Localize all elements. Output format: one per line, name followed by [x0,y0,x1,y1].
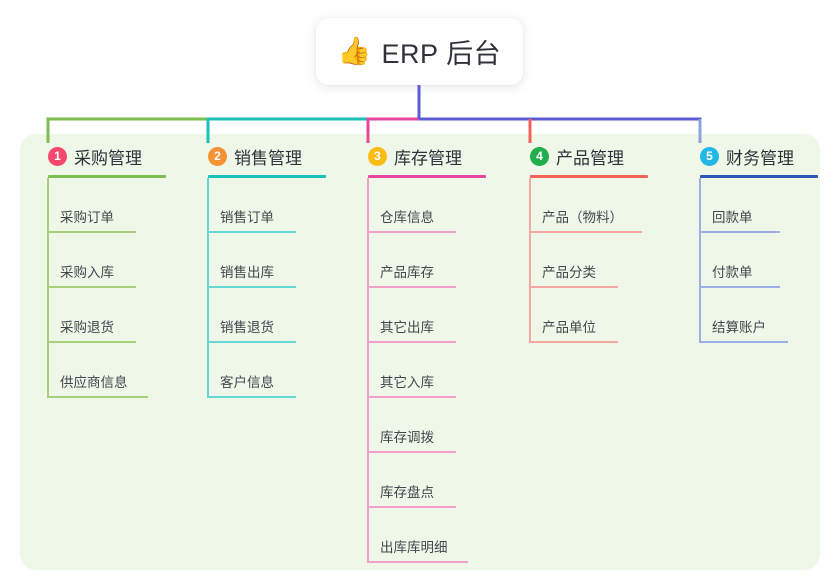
list-item-underline [48,286,136,288]
list-item[interactable]: 付款单 [680,233,818,288]
list-item[interactable]: 销售订单 [188,178,326,233]
list-item-label: 产品库存 [380,265,434,280]
column-header-underline [368,175,486,178]
list-item-label: 回款单 [712,210,753,225]
list-item[interactable]: 产品单位 [510,288,648,343]
list-item-underline [530,341,618,343]
list-item[interactable]: 销售退货 [188,288,326,343]
column-header-5[interactable]: 5 财务管理 [680,143,818,169]
list-item[interactable]: 回款单 [680,178,818,233]
root-node-erp-backend[interactable]: 👍 ERP 后台 [316,18,523,85]
thumbs-up-icon: 👍 [337,36,372,66]
column-header-1[interactable]: 1 采购管理 [28,143,166,169]
list-item-label: 销售出库 [220,265,274,280]
column-items: 销售订单销售出库销售退货客户信息 [188,178,326,398]
list-item-underline [530,286,618,288]
list-item[interactable]: 产品分类 [510,233,648,288]
list-item-label: 产品（物料） [542,210,623,225]
list-item-label: 供应商信息 [60,375,128,390]
column-1: 1 采购管理采购订单采购入库采购退货供应商信息 [28,143,166,398]
list-item-label: 结算账户 [712,320,766,335]
list-item-underline [368,231,456,233]
column-items: 产品（物料） 产品分类产品单位 [510,178,648,343]
list-item-underline [48,341,136,343]
list-item[interactable]: 库存调拨 [348,398,486,453]
list-item-label: 库存调拨 [380,430,434,445]
column-badge-icon: 3 [368,146,387,166]
list-item[interactable]: 供应商信息 [28,343,166,398]
column-title: 财务管理 [726,148,794,168]
column-2: 2 销售管理销售订单销售出库销售退货客户信息 [188,143,326,398]
column-title: 销售管理 [234,148,302,168]
list-item-underline [368,286,456,288]
column-title: 产品管理 [556,148,624,168]
list-item[interactable]: 出库库明细 [348,508,486,563]
list-item-underline [48,231,136,233]
list-item[interactable]: 客户信息 [188,343,326,398]
column-header-2[interactable]: 2 销售管理 [188,143,326,169]
list-item-underline [700,286,780,288]
list-item-label: 其它入库 [380,375,434,390]
column-badge-icon: 5 [700,146,719,166]
column-header-underline [48,175,166,178]
column-header-underline [208,175,326,178]
column-badge-icon: 4 [530,146,549,166]
list-item-label: 采购退货 [60,320,114,335]
column-4: 4 产品管理产品（物料） 产品分类产品单位 [510,143,648,343]
list-item[interactable]: 产品库存 [348,233,486,288]
list-item-label: 付款单 [712,265,753,280]
column-badge-icon: 1 [48,146,67,166]
list-item-underline [368,506,456,508]
list-item-label: 客户信息 [220,375,274,390]
list-item[interactable]: 库存盘点 [348,453,486,508]
column-title: 库存管理 [394,148,462,168]
column-items: 采购订单采购入库采购退货供应商信息 [28,178,166,398]
list-item-underline [368,341,456,343]
list-item-label: 出库库明细 [380,540,448,555]
list-item-label: 仓库信息 [380,210,434,225]
list-item-underline [208,286,296,288]
list-item-underline [368,561,468,563]
list-item[interactable]: 采购退货 [28,288,166,343]
list-item-underline [368,396,456,398]
list-item-label: 销售订单 [220,210,274,225]
list-item-label: 产品单位 [542,320,596,335]
list-item[interactable]: 产品（物料） [510,178,648,233]
list-item-label: 库存盘点 [380,485,434,500]
list-item-underline [700,231,780,233]
column-5: 5 财务管理回款单付款单结算账户 [680,143,818,343]
list-item-underline [368,451,456,453]
column-header-underline [530,175,648,178]
list-item-underline [208,231,296,233]
list-item-label: 采购入库 [60,265,114,280]
list-item[interactable]: 采购入库 [28,233,166,288]
list-item-label: 产品分类 [542,265,596,280]
list-item[interactable]: 采购订单 [28,178,166,233]
root-node-title: ERP 后台 [381,39,502,69]
column-3: 3 库存管理仓库信息产品库存其它出库其它入库库存调拨库存盘点出库库明细 [348,143,486,563]
column-items: 回款单付款单结算账户 [680,178,818,343]
list-item-underline [530,231,642,233]
column-title: 采购管理 [74,148,142,168]
column-items: 仓库信息产品库存其它出库其它入库库存调拨库存盘点出库库明细 [348,178,486,563]
column-header-underline [700,175,818,178]
list-item[interactable]: 结算账户 [680,288,818,343]
list-item-label: 采购订单 [60,210,114,225]
list-item-underline [208,341,296,343]
column-badge-icon: 2 [208,146,227,166]
list-item-underline [208,396,296,398]
list-item-underline [48,396,148,398]
list-item-underline [700,341,788,343]
list-item-label: 销售退货 [220,320,274,335]
column-header-3[interactable]: 3 库存管理 [348,143,486,169]
list-item[interactable]: 销售出库 [188,233,326,288]
list-item-label: 其它出库 [380,320,434,335]
list-item[interactable]: 其它入库 [348,343,486,398]
list-item[interactable]: 仓库信息 [348,178,486,233]
list-item[interactable]: 其它出库 [348,288,486,343]
diagram-panel-background [20,134,820,570]
column-header-4[interactable]: 4 产品管理 [510,143,648,169]
